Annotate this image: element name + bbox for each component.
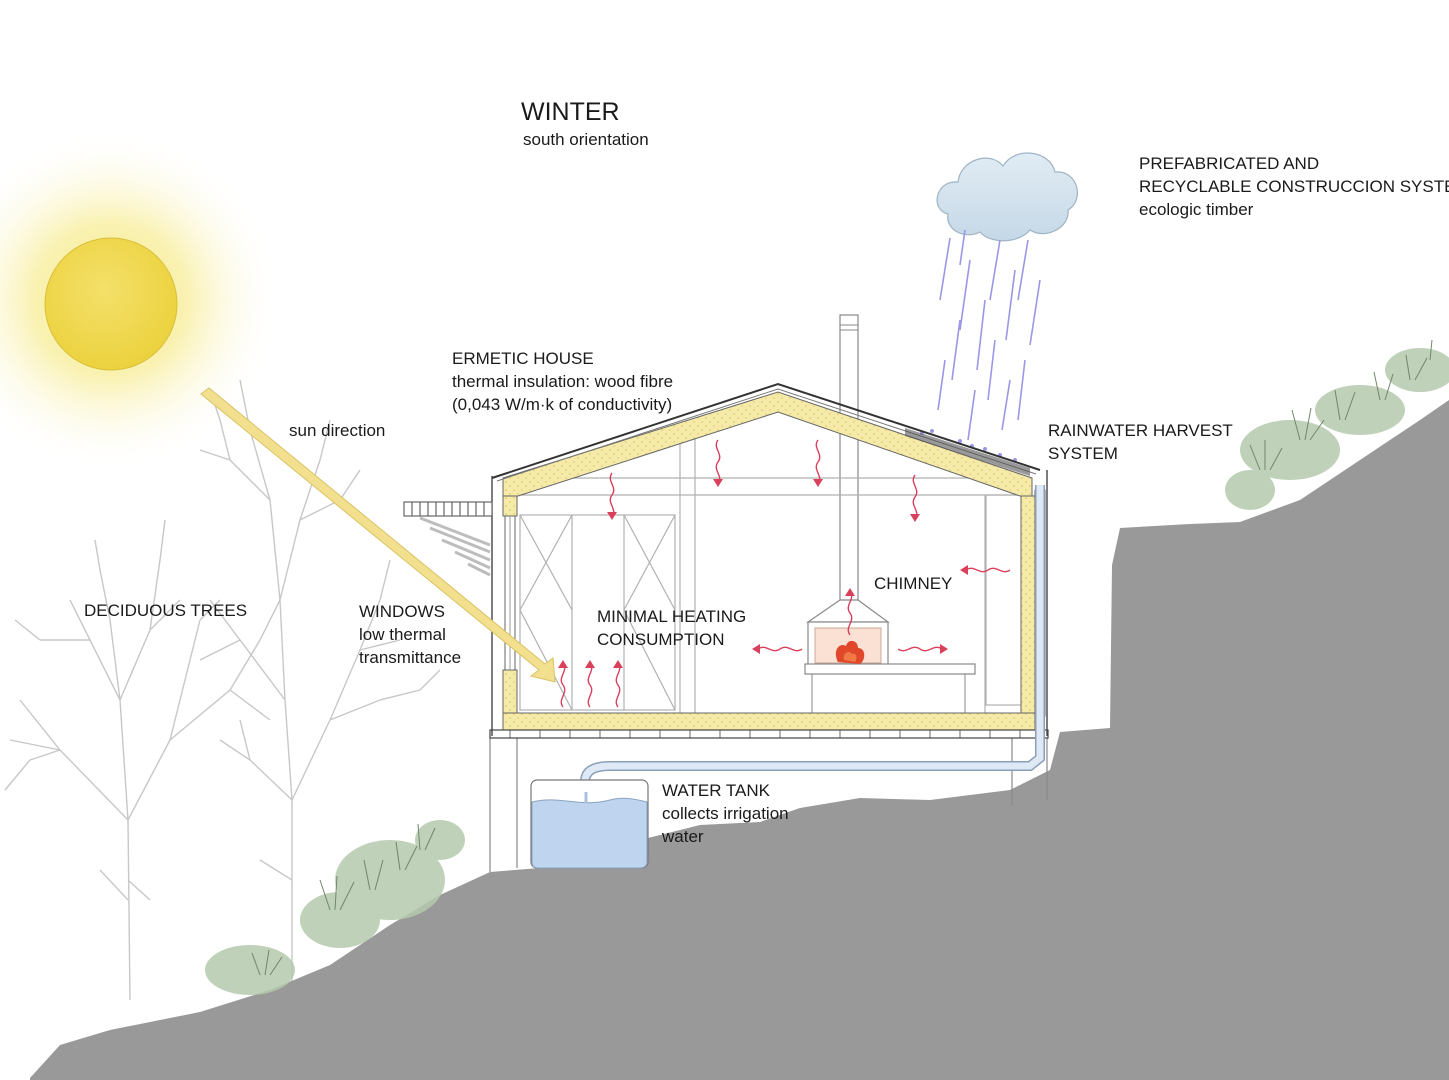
cloud-icon — [936, 152, 1078, 242]
heating-label-line1: MINIMAL HEATING — [597, 607, 747, 626]
sun-direction-label: sun direction — [289, 421, 386, 440]
heating-label-line2: CONSUMPTION — [597, 630, 725, 649]
brise-shadow — [419, 516, 491, 577]
sun-ray-arrow — [200, 387, 556, 683]
system-label-line3: ecologic timber — [1139, 200, 1254, 219]
trees-label: DECIDUOUS TREES — [84, 601, 248, 620]
sun-icon — [0, 130, 280, 470]
fire-icon — [835, 640, 865, 664]
rainwater-label-line2: SYSTEM — [1048, 444, 1118, 463]
windows-label-line3: transmittance — [359, 648, 462, 667]
house-label-line3: (0,043 W/m·k of conductivity) — [452, 395, 673, 414]
heat-arrows — [560, 439, 1011, 708]
water-tank-icon — [530, 779, 649, 869]
season-title: WINTER — [521, 98, 620, 126]
house-label-line2: thermal insulation: wood fibre — [452, 372, 674, 391]
vegetation — [205, 339, 1449, 995]
windows-label-line2: low thermal — [359, 625, 446, 644]
system-label-line2: RECYCLABLE CONSTRUCCION SYSTEM — [1139, 177, 1449, 196]
fireplace — [804, 599, 976, 713]
brise-soleil — [403, 501, 493, 517]
rainwater-label-line1: RAINWATER HARVEST — [1048, 421, 1233, 440]
tank-label-line2: collects irrigation — [662, 804, 789, 823]
ground — [30, 400, 1449, 1080]
house-label-line1: ERMETIC HOUSE — [452, 349, 594, 368]
heat-arrow-heads — [558, 479, 968, 668]
system-label-line1: PREFABRICATED AND — [1139, 154, 1320, 173]
house-icon — [403, 314, 1049, 872]
tank-label-line1: WATER TANK — [662, 781, 770, 800]
tree-icon — [4, 379, 441, 1001]
rain-icon — [937, 229, 1041, 441]
tank-label-line3: water — [662, 827, 704, 846]
orientation-subtitle: south orientation — [523, 130, 649, 149]
windows-label-line1: WINDOWS — [359, 602, 445, 621]
chimney-label: CHIMNEY — [874, 574, 953, 593]
